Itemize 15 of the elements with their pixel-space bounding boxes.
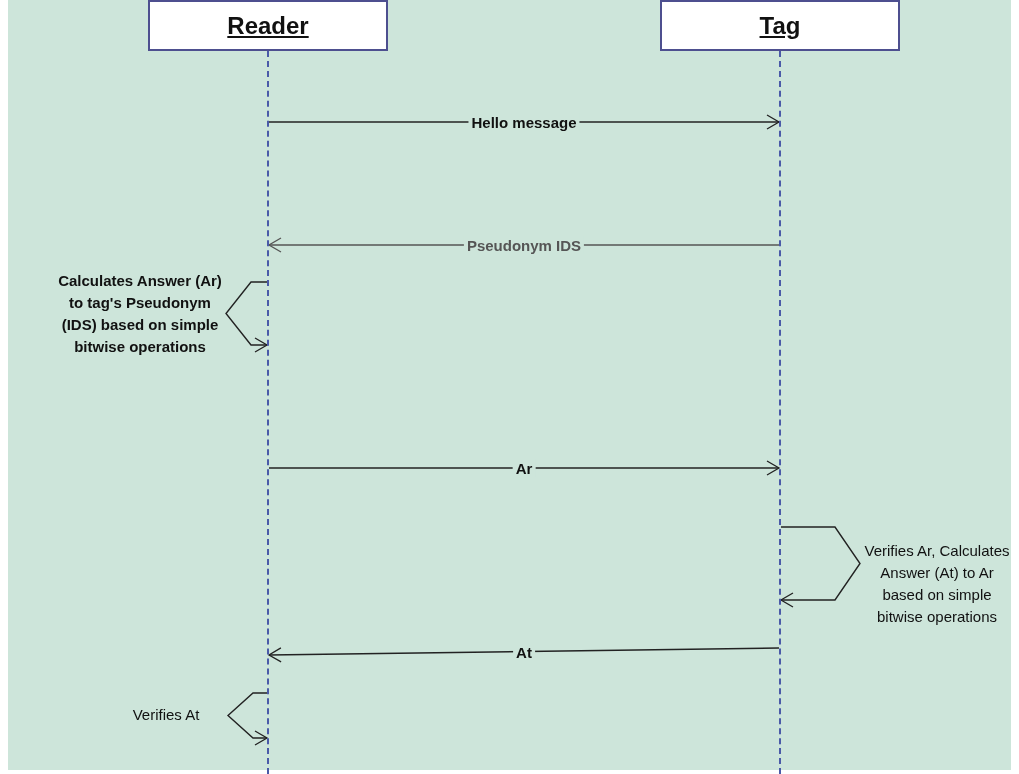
self-message-arrow — [225, 281, 268, 353]
message-arrow — [268, 460, 780, 476]
action-note: Verifies Ar, Calculates Answer (At) to Ar based on simple bitwise operations — [863, 541, 1011, 627]
action-note: Verifies At — [131, 705, 201, 725]
self-message-arrow — [780, 526, 861, 608]
lifeline — [779, 51, 781, 774]
self-message-arrow — [226, 692, 268, 746]
participant-box — [660, 0, 900, 51]
message-arrow — [268, 114, 780, 130]
participant-box — [148, 0, 388, 51]
message-arrow — [268, 647, 780, 663]
participant-name: Reader — [227, 11, 309, 40]
lifeline — [267, 51, 269, 774]
participant-name: Tag — [759, 11, 801, 40]
action-note: Calculates Answer (Ar) to tag's Pseudonym (IDS) based on simple bitwise operations — [57, 271, 223, 357]
